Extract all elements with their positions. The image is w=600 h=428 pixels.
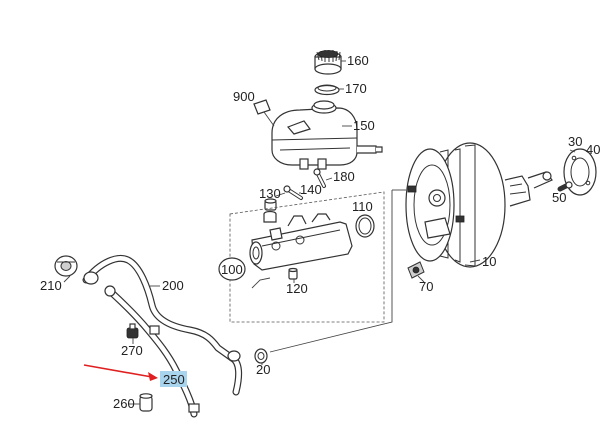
- label-170[interactable]: 170: [345, 81, 367, 96]
- label-70[interactable]: 70: [419, 279, 433, 294]
- label-160[interactable]: 160: [347, 53, 369, 68]
- label-50[interactable]: 50: [552, 190, 566, 205]
- label-40[interactable]: 40: [586, 142, 600, 157]
- label-140[interactable]: 140: [300, 182, 322, 197]
- label-100[interactable]: 100: [221, 262, 243, 277]
- sensor-900: [253, 99, 275, 127]
- highlight-arrow: [83, 364, 158, 381]
- label-260[interactable]: 260: [113, 396, 135, 411]
- label-30[interactable]: 30: [568, 134, 582, 149]
- label-200[interactable]: 200: [162, 278, 184, 293]
- label-180[interactable]: 180: [333, 169, 355, 184]
- label-270[interactable]: 270: [121, 343, 143, 358]
- master-cylinder-frame: [229, 191, 385, 323]
- bolt-50: [557, 181, 573, 192]
- leader-lines: [63, 60, 576, 405]
- booster-pushrod: [504, 171, 553, 207]
- reservoir-cap: [314, 50, 342, 75]
- label-20[interactable]: 20: [256, 362, 270, 377]
- label-120[interactable]: 120: [286, 281, 308, 296]
- label-250[interactable]: 250: [163, 372, 185, 387]
- brake-booster: [405, 142, 506, 268]
- plug-120: [288, 267, 298, 280]
- label-900[interactable]: 900: [233, 89, 255, 104]
- bolt-180: [313, 168, 326, 188]
- label-highlight-250: [160, 371, 187, 387]
- bolt-140: [283, 185, 303, 200]
- label-110[interactable]: 110: [352, 199, 373, 214]
- master-cylinder: [249, 210, 353, 271]
- clip-270: [126, 323, 139, 339]
- part-130: [264, 198, 277, 211]
- cap-seal: [314, 84, 340, 96]
- label-150[interactable]: 150: [353, 118, 375, 133]
- part-260: [139, 393, 153, 412]
- label-130[interactable]: 130: [259, 186, 281, 201]
- label-210[interactable]: 210: [40, 278, 62, 293]
- valve-70: [407, 261, 425, 279]
- label-10[interactable]: 10: [482, 254, 496, 269]
- grommet-210: [54, 255, 78, 277]
- part-labels: 160 170 900 150 130 140 180 110 100 120 …: [40, 53, 600, 411]
- brake-fluid-reservoir: [271, 100, 383, 170]
- label-circle-100: [218, 257, 246, 281]
- o-ring-110: [355, 214, 375, 238]
- vacuum-hose: [82, 254, 243, 418]
- washer-20: [254, 348, 268, 364]
